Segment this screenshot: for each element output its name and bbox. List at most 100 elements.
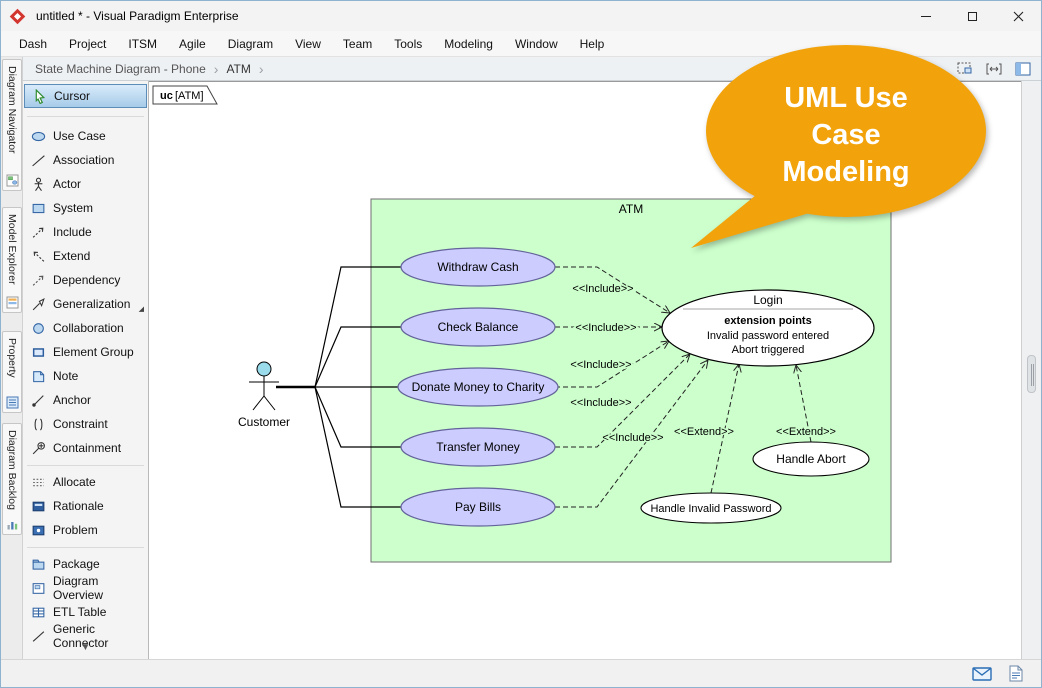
palette-item-dependency[interactable]: Dependency — [24, 268, 147, 292]
menu-project[interactable]: Project — [69, 36, 107, 51]
flyout-corner-icon[interactable]: ◢ — [138, 306, 144, 313]
include-label: <<Include>> — [575, 322, 636, 334]
breadcrumb-item-current[interactable]: ATM — [226, 61, 251, 76]
palette-item-label: Containment — [53, 441, 122, 455]
zoom-region-button[interactable] — [953, 59, 977, 79]
package-icon — [31, 557, 46, 572]
system-label: ATM — [619, 202, 643, 216]
palette-scroll-down-icon[interactable]: ▼ — [80, 642, 91, 653]
palette-item-allocate[interactable]: Allocate — [24, 470, 147, 494]
palette-item-label: Include — [53, 225, 92, 239]
system-icon — [31, 201, 46, 216]
close-icon — [1013, 11, 1023, 21]
collapse-panel-grip[interactable] — [1027, 355, 1036, 393]
palette-item-anchor[interactable]: Anchor — [24, 388, 147, 412]
use-case-check-balance[interactable]: Check Balance — [400, 307, 556, 347]
status-bar — [1, 659, 1041, 687]
canvas-tab-uc-atm[interactable]: uc [ATM] — [152, 85, 218, 105]
association-lines[interactable] — [276, 266, 401, 508]
menu-window[interactable]: Window — [514, 36, 558, 51]
use-case-pay-bills[interactable]: Pay Bills — [400, 487, 556, 527]
palette-item-problem[interactable]: Problem — [24, 518, 147, 542]
palette-item-label: Constraint — [53, 417, 108, 431]
actor-customer[interactable]: Customer — [238, 361, 290, 429]
element-group-icon — [31, 345, 46, 360]
menu-dash[interactable]: Dash — [19, 36, 48, 51]
include-arrows[interactable] — [555, 266, 708, 508]
canvas-tab-prefix: uc — [160, 90, 173, 102]
maximize-button[interactable] — [949, 1, 995, 31]
use-case-transfer-money[interactable]: Transfer Money — [400, 427, 556, 467]
minimize-icon — [921, 15, 931, 17]
palette-item-association[interactable]: Association — [24, 148, 147, 172]
extend-arrows[interactable] — [710, 364, 812, 494]
palette-item-label: Use Case — [53, 129, 106, 143]
menu-view[interactable]: View — [295, 36, 321, 51]
palette-item-diagram-overview[interactable]: Diagram Overview — [24, 574, 147, 602]
tab-property[interactable]: Property — [2, 331, 22, 413]
use-case-donate-money[interactable]: Donate Money to Charity — [397, 367, 559, 407]
include-icon — [31, 225, 46, 240]
right-panel-strip — [1021, 81, 1041, 659]
window-controls — [903, 1, 1041, 31]
menu-help[interactable]: Help — [579, 36, 605, 51]
etl-table-icon — [31, 605, 46, 620]
diagram-backlog-icon — [6, 518, 19, 531]
minimize-button[interactable] — [903, 1, 949, 31]
use-case-label: Handle Invalid Password — [650, 503, 771, 515]
palette-item-system[interactable]: System — [24, 196, 147, 220]
tab-diagram-navigator[interactable]: Diagram Navigator — [2, 59, 22, 191]
palette-item-label: Association — [53, 153, 115, 167]
palette-item-label: Collaboration — [53, 321, 124, 335]
palette-item-extend[interactable]: Extend — [24, 244, 147, 268]
menu-itsm[interactable]: ITSM — [128, 36, 158, 51]
fit-width-button[interactable] — [982, 59, 1006, 79]
breadcrumb-item-parent[interactable]: State Machine Diagram - Phone — [35, 61, 206, 76]
generalization-icon — [31, 297, 46, 312]
message-button[interactable] — [971, 664, 993, 684]
close-button[interactable] — [995, 1, 1041, 31]
palette-item-label: Generalization — [53, 297, 131, 311]
palette-item-label: Element Group — [53, 345, 134, 359]
menu-diagram[interactable]: Diagram — [227, 36, 274, 51]
palette-item-note[interactable]: Note — [24, 364, 147, 388]
note-icon — [31, 369, 46, 384]
use-case-label: Transfer Money — [436, 440, 520, 454]
use-case-login[interactable]: Login extension points Invalid password … — [661, 289, 875, 367]
toggle-panel-button[interactable] — [1011, 59, 1035, 79]
palette-item-generalization[interactable]: Generalization ◢ — [24, 292, 147, 316]
use-case-handle-abort[interactable]: Handle Abort — [752, 441, 870, 477]
palette-item-use-case[interactable]: Use Case — [24, 124, 147, 148]
menu-agile[interactable]: Agile — [179, 36, 206, 51]
report-button[interactable] — [1005, 664, 1027, 684]
use-case-handle-invalid-password[interactable]: Handle Invalid Password — [640, 492, 782, 524]
menu-tools[interactable]: Tools — [394, 36, 423, 51]
tab-diagram-backlog[interactable]: Diagram Backlog — [2, 423, 22, 535]
use-case-label: Pay Bills — [455, 500, 501, 514]
menu-modeling[interactable]: Modeling — [444, 36, 493, 51]
palette-separator — [23, 108, 148, 124]
palette-item-generic-connector[interactable]: Generic Connector — [24, 622, 147, 650]
use-case-label: Handle Abort — [776, 452, 846, 466]
menu-team[interactable]: Team — [342, 36, 373, 51]
palette-item-actor[interactable]: Actor — [24, 172, 147, 196]
use-case-withdraw-cash[interactable]: Withdraw Cash — [400, 247, 556, 287]
palette-item-package[interactable]: Package — [24, 552, 147, 576]
app-logo-icon — [9, 8, 26, 24]
palette-item-cursor[interactable]: Cursor — [24, 84, 147, 108]
extend-icon — [31, 249, 46, 264]
palette-item-element-group[interactable]: Element Group — [24, 340, 147, 364]
palette-item-rationale[interactable]: Rationale — [24, 494, 147, 518]
tab-model-explorer[interactable]: Model Explorer — [2, 207, 22, 313]
palette-item-etl-table[interactable]: ETL Table — [24, 600, 147, 624]
association-icon — [31, 153, 46, 168]
palette-item-include[interactable]: Include — [24, 220, 147, 244]
palette-item-collaboration[interactable]: Collaboration — [24, 316, 147, 340]
toggle-panel-icon — [1015, 62, 1031, 76]
login-title: Login — [753, 293, 782, 307]
diagram-canvas[interactable]: uc [ATM] ATM — [149, 81, 1021, 659]
generic-connector-icon — [31, 629, 46, 644]
palette-item-containment[interactable]: Containment — [24, 436, 147, 460]
palette-item-label: Dependency — [53, 273, 121, 287]
palette-item-constraint[interactable]: Constraint — [24, 412, 147, 436]
